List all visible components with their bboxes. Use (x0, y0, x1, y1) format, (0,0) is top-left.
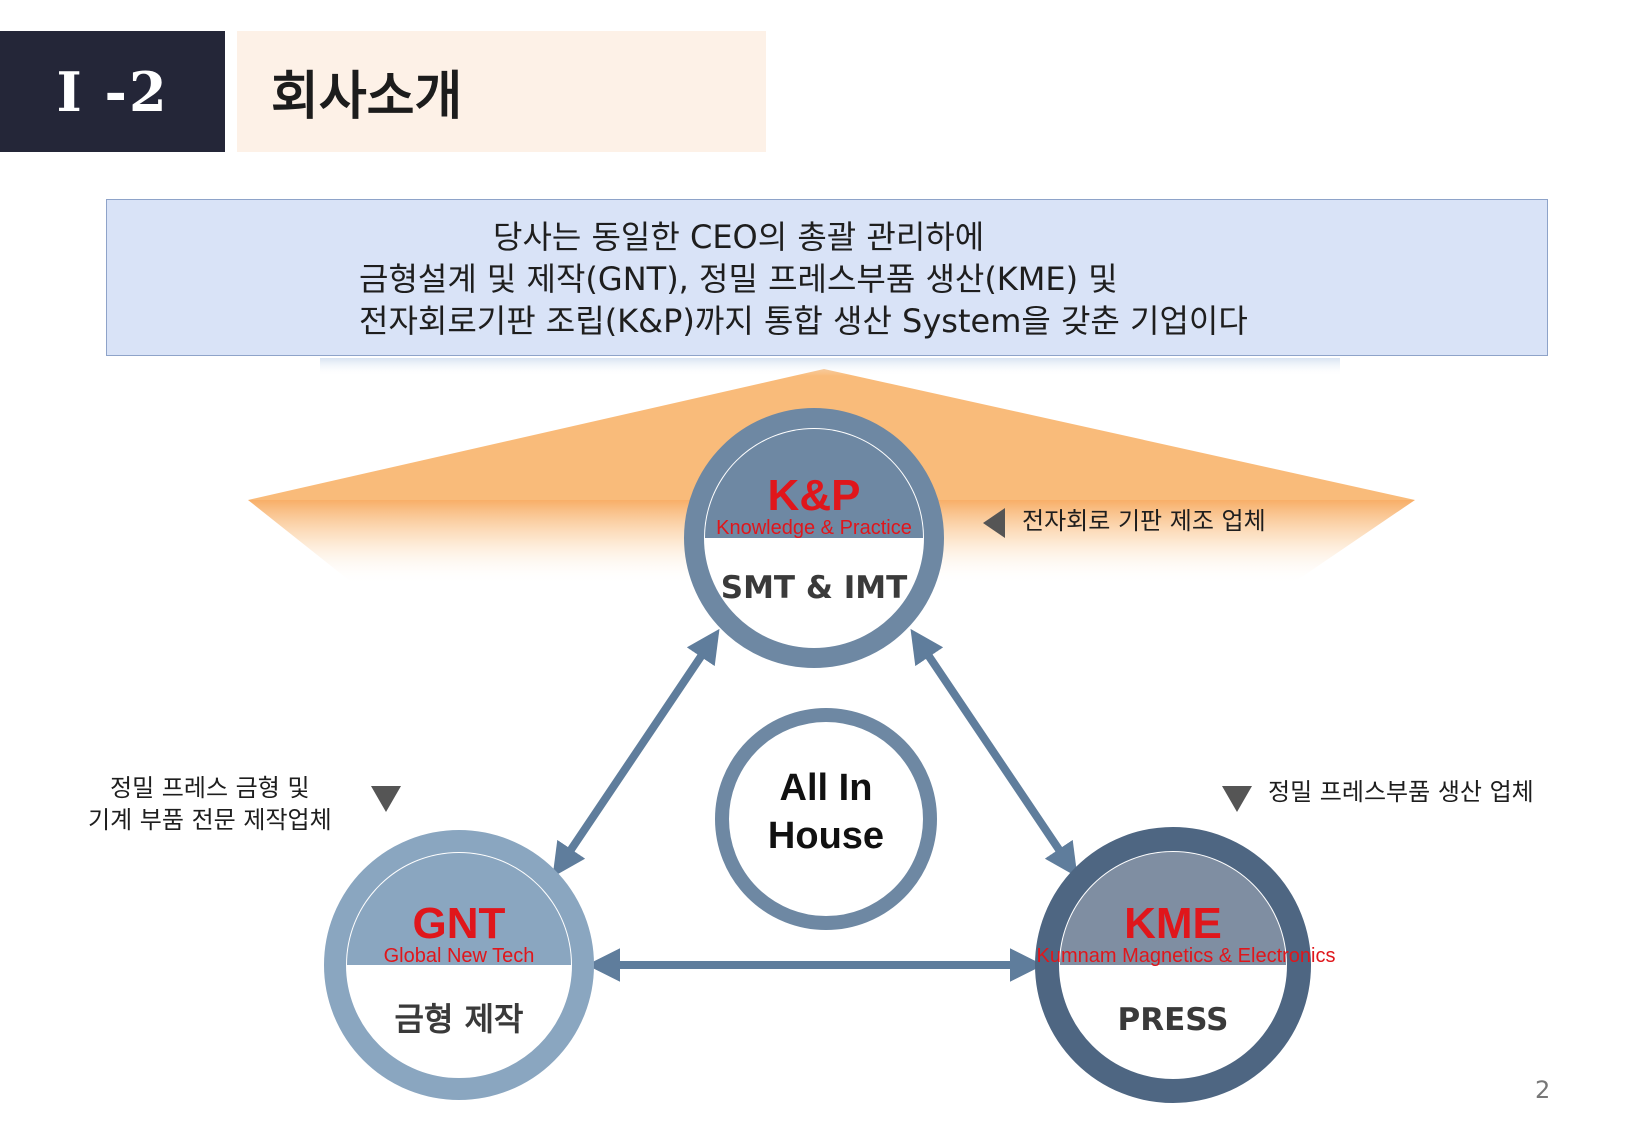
gnt-circle (324, 830, 594, 1100)
summary-line-1: 당사는 동일한 CEO의 총괄 관리하에 (493, 218, 985, 256)
gnt-note-line-2: 기계 부품 전문 제작업체 (88, 806, 332, 834)
glow-top-band (320, 358, 1340, 376)
kp-note-pointer (983, 508, 1005, 538)
kme-note-pointer (1222, 786, 1252, 812)
summary-line-2: 금형설계 및 제작(GNT), 정밀 프레스부품 생산(KME) 및 (359, 260, 1118, 298)
kp-note: 전자회로 기판 제조 업체 (1022, 507, 1266, 535)
arrow-kp-kme (910, 628, 1078, 878)
page-title: 회사소개 (237, 31, 766, 152)
kme-name: KME (1124, 899, 1222, 948)
center-circle (715, 708, 937, 930)
kme-specialty: PRESS (1117, 1002, 1228, 1038)
page-number: 2 (1535, 1076, 1551, 1104)
summary-box: 당사는 동일한 CEO의 총괄 관리하에 금형설계 및 제작(GNT), 정밀 … (106, 199, 1548, 356)
kme-note: 정밀 프레스부품 생산 업체 (1268, 778, 1534, 806)
gnt-specialty: 금형 제작 (395, 1000, 524, 1038)
gnt-name: GNT (413, 899, 506, 948)
kme-circle (1035, 827, 1311, 1103)
kp-full-name: Knowledge & Practice (716, 517, 912, 539)
kp-name: K&P (768, 471, 861, 520)
section-number: I -2 (0, 31, 225, 152)
center-line-1: All In (780, 767, 873, 809)
summary-line-3: 전자회로기판 조립(K&P)까지 통합 생산 System을 갖춘 기업이다 (359, 302, 1248, 340)
center-line-2: House (768, 815, 884, 857)
gnt-note-pointer (371, 786, 401, 812)
gnt-note-line-1: 정밀 프레스 금형 및 (110, 774, 310, 802)
kp-specialty: SMT & IMT (721, 570, 907, 606)
gnt-full-name: Global New Tech (384, 945, 535, 967)
arrow-kp-gnt (552, 628, 720, 878)
kme-full-name: Kumnam Magnetics & Electronics (1036, 945, 1335, 967)
kp-circle (684, 408, 944, 668)
